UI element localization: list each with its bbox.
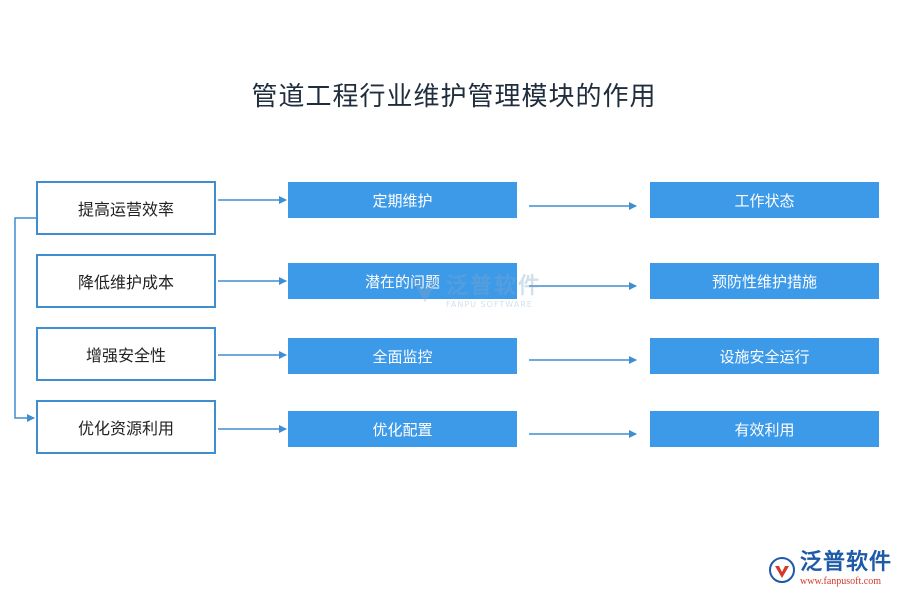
watermark-logo-icon — [412, 279, 438, 302]
mid-box-1: 定期维护 — [288, 182, 517, 218]
right-box-1: 工作状态 — [650, 182, 879, 218]
brand-logo: 泛普软件 www.fanpusoft.com — [768, 552, 892, 587]
bracket-line — [14, 217, 36, 422]
brand-name: 泛普软件 — [800, 550, 893, 575]
right-box-2: 预防性维护措施 — [650, 263, 879, 299]
watermark: 泛普软件 FANPU SOFTWARE — [408, 268, 542, 309]
right-box-3: 设施安全运行 — [650, 338, 879, 374]
left-box-3: 增强安全性 — [36, 327, 216, 381]
right-box-4: 有效利用 — [650, 411, 879, 447]
page-title: 管道工程行业维护管理模块的作用 — [251, 82, 657, 112]
left-box-2: 降低维护成本 — [36, 254, 216, 308]
watermark-text: 泛普软件 — [446, 274, 543, 299]
left-box-4: 优化资源利用 — [36, 400, 216, 454]
brand-logo-icon — [769, 556, 795, 583]
watermark-subtext: FANPU SOFTWARE — [446, 300, 533, 309]
mid-box-4: 优化配置 — [288, 411, 517, 447]
mid-box-2: 潜在的问题 — [288, 263, 517, 299]
left-box-1: 提高运营效率 — [36, 181, 216, 235]
mid-box-3: 全面监控 — [288, 338, 517, 374]
brand-url: www.fanpusoft.com — [800, 576, 882, 587]
